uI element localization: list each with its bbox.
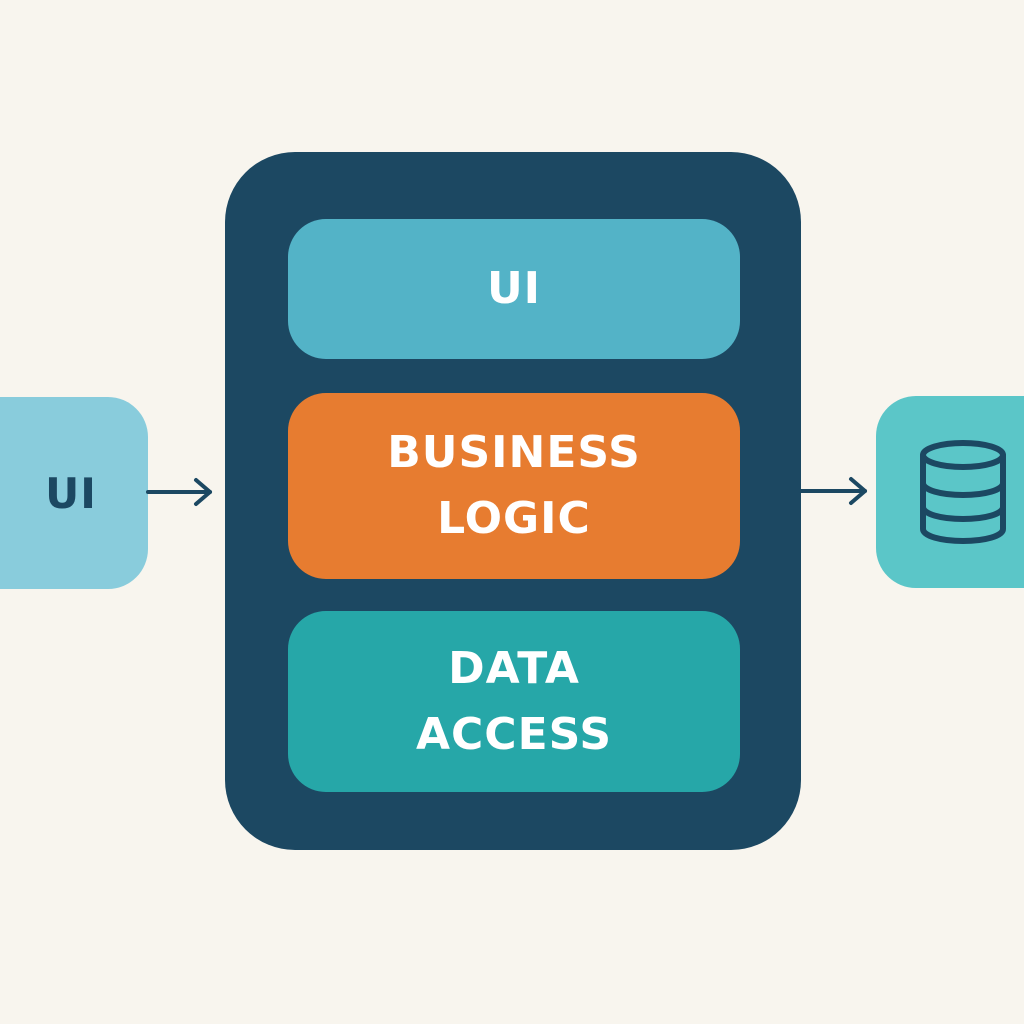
data-access-layer-label: DATA ACCESS (415, 642, 613, 760)
client-ui-label: UI (45, 468, 97, 518)
business-logic-layer-label: BUSINESS LOGIC (387, 427, 641, 544)
data-access-layer: DATA ACCESS (288, 611, 740, 792)
ui-layer: UI (288, 219, 740, 359)
app-to-database-arrow (799, 477, 867, 505)
client-to-app-arrow (146, 478, 212, 506)
database-box (876, 396, 1024, 588)
business-logic-layer: BUSINESS LOGIC (288, 393, 740, 579)
database-icon (920, 440, 1006, 545)
client-ui-box: UI (0, 397, 148, 589)
ui-layer-label: UI (486, 263, 542, 314)
